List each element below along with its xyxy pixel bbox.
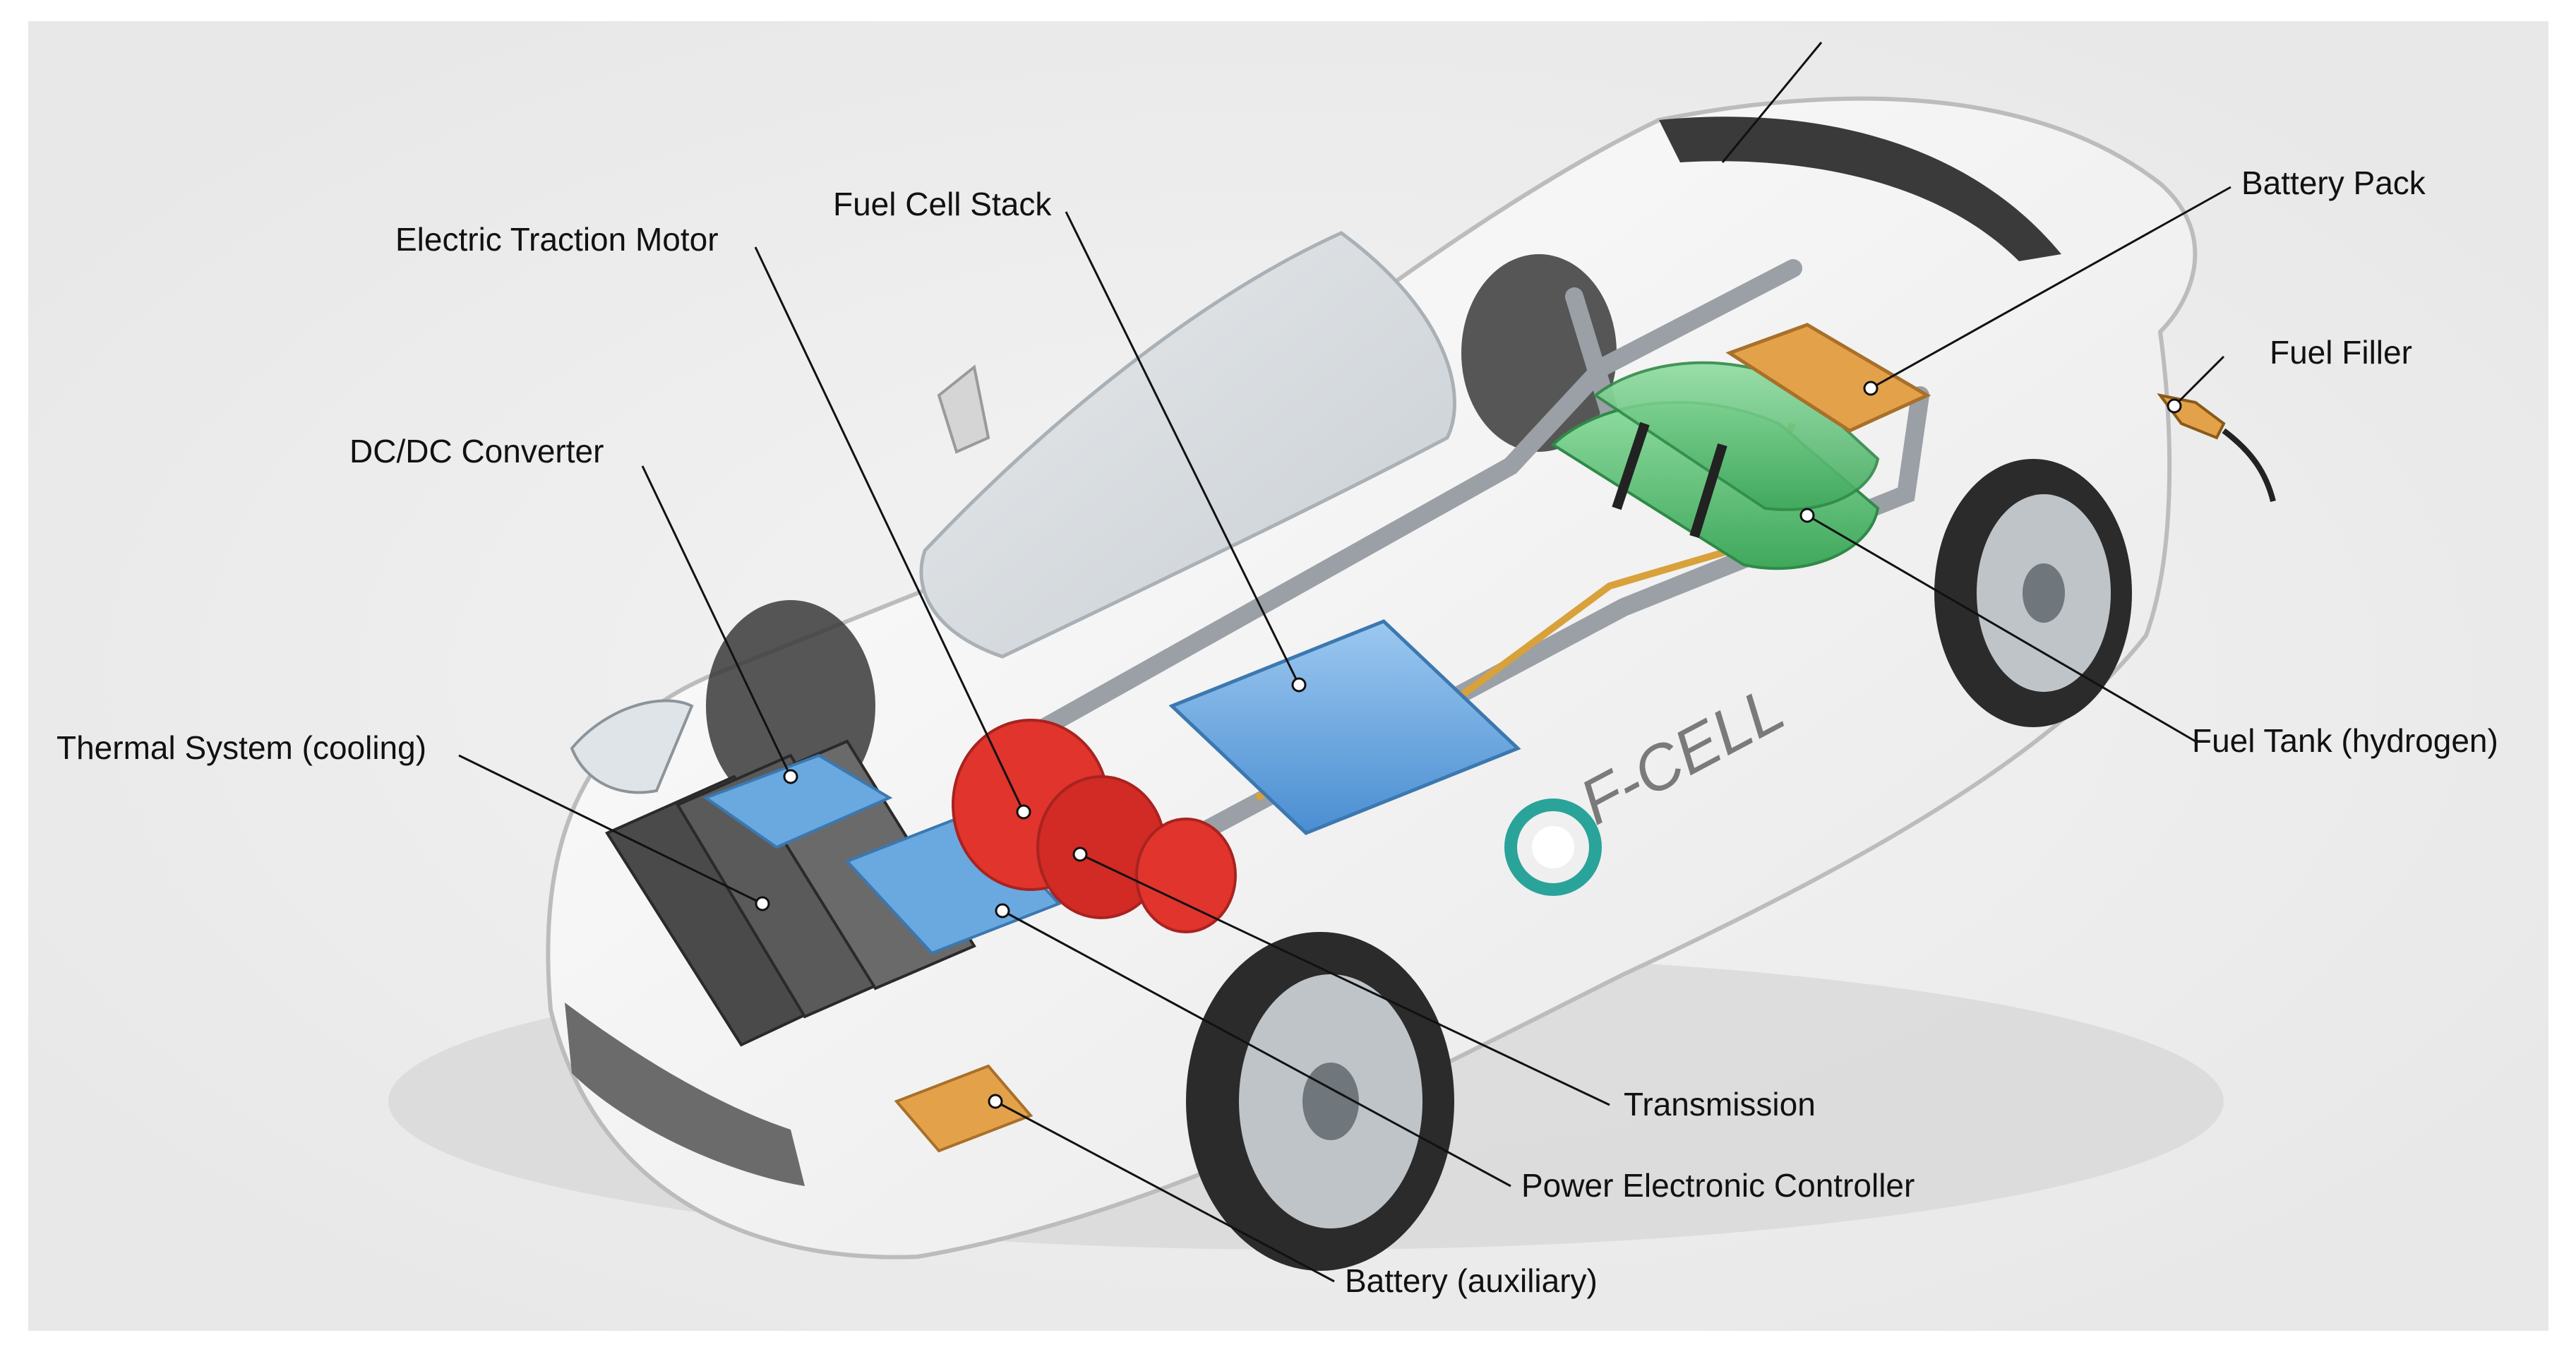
leader-line-thermal-system (458, 754, 763, 905)
rear-left-wheel (1934, 459, 2132, 727)
leader-line-fuel-cell-stack (1065, 211, 1300, 686)
front-grille (565, 1003, 805, 1186)
front-left-wheel (1186, 932, 1454, 1271)
leader-line-fuel-filler (2173, 355, 2225, 407)
battery-pack-unit (1725, 323, 1931, 433)
fuel-cell-stack-unit (1168, 619, 1521, 835)
leader-line-transmission (1079, 853, 1610, 1106)
leader-line-roof (1721, 42, 1823, 163)
windshield (919, 231, 1456, 659)
headlight (570, 699, 694, 794)
leader-line-power-electronic-controller (1002, 909, 1511, 1188)
leader-line-traction-motor (754, 246, 1025, 813)
label-fuel-tank: Fuel Tank (hydrogen) (2192, 722, 2498, 759)
label-fuel-filler: Fuel Filler (2270, 334, 2412, 371)
label-electric-traction-motor: Electric Traction Motor (395, 221, 719, 258)
label-fuel-cell-stack: Fuel Cell Stack (833, 186, 1052, 222)
label-battery-pack: Battery Pack (2241, 164, 2426, 201)
label-battery-auxiliary: Battery (auxiliary) (1345, 1262, 1598, 1299)
dc-dc-converter-unit (702, 753, 893, 849)
leader-lines (458, 42, 2231, 1283)
leader-dots (755, 381, 2182, 1109)
auxiliary-battery-unit (894, 1064, 1034, 1153)
leader-line-battery-pack (1870, 186, 2231, 390)
label-power-electronic-controller: Power Electronic Controller (1521, 1167, 1915, 1204)
leader-line-battery-auxiliary (995, 1100, 1335, 1283)
label-thermal-system: Thermal System (cooling) (56, 729, 426, 766)
f-cell-logo-icon (1504, 798, 1602, 896)
wheels (706, 254, 2132, 1271)
leader-line-dc-dc-converter (641, 465, 792, 777)
label-dc-dc-converter: DC/DC Converter (349, 433, 604, 469)
leader-line-fuel-tank (1807, 514, 2196, 743)
label-transmission: Transmission (1624, 1086, 1816, 1123)
roof-trim (1659, 116, 2061, 261)
side-mirror (937, 364, 990, 454)
traction-motor-unit (952, 719, 1237, 933)
